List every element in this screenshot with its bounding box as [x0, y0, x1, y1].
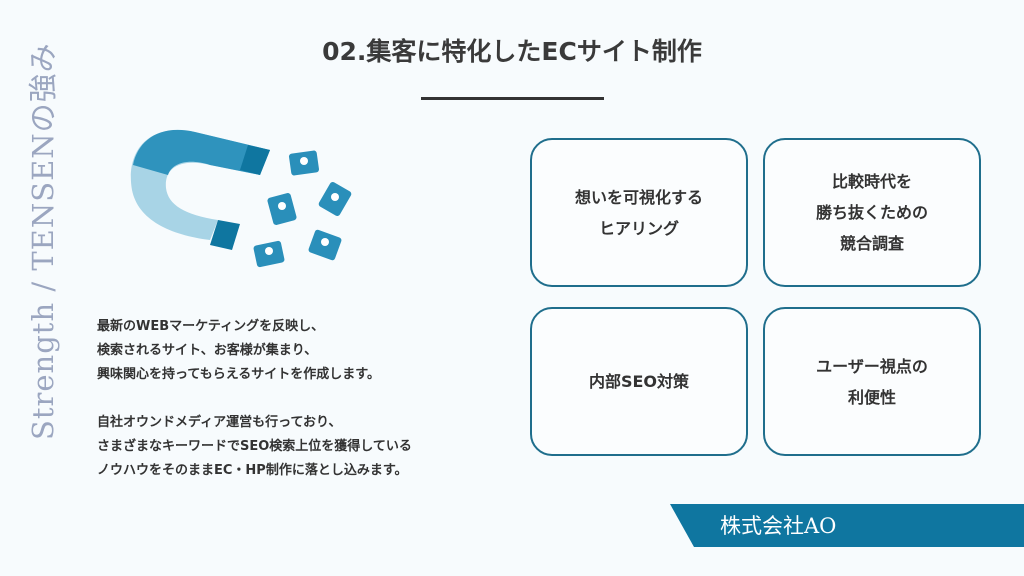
paragraph-1: 最新のWEBマーケティングを反映し、 検索されるサイト、お客様が集まり、 興味関…: [97, 319, 381, 382]
title-underline: [421, 97, 604, 100]
description: 最新のWEBマーケティングを反映し、 検索されるサイト、お客様が集まり、 興味関…: [97, 315, 412, 507]
magnet-icon: [130, 129, 352, 268]
page-title: 02.集客に特化したECサイト制作: [322, 37, 702, 66]
company-banner: 株式会社AO: [670, 504, 1024, 547]
company-name: 株式会社AO: [720, 514, 837, 538]
side-label: Strength / TENSENの強み: [26, 42, 60, 440]
card-hearing: 想いを可視化する ヒアリング: [530, 138, 748, 287]
card-internal-seo: 内部SEO対策: [530, 307, 748, 456]
card-usability: ユーザー視点の 利便性: [763, 307, 981, 456]
paragraph-2: 自社オウンドメディア運営も行っており、 さまざまなキーワードでSEO検索上位を獲…: [97, 415, 412, 478]
card-competitor-research: 比較時代を 勝ち抜くための 競合調査: [763, 138, 981, 287]
